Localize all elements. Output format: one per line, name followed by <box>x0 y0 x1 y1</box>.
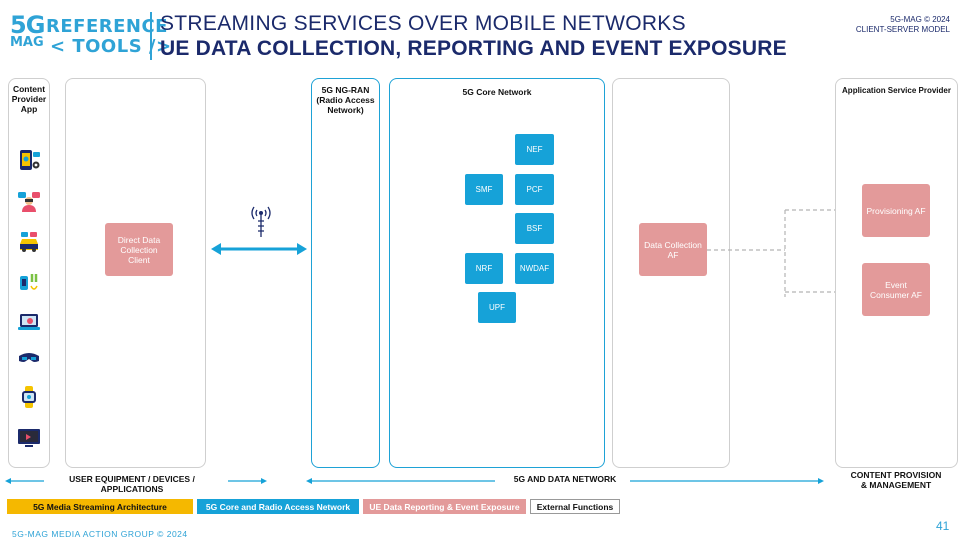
content-provision-line-2: & MANAGEMENT <box>860 480 932 490</box>
corner-label: 5G-MAG © 2024 CLIENT-SERVER MODEL <box>856 15 950 35</box>
page-title-line-2: UE DATA COLLECTION, REPORTING AND EVENT … <box>160 37 787 60</box>
legend-core-ran: 5G Core and Radio Access Network <box>197 499 359 514</box>
person-icon <box>17 190 41 214</box>
ng-ran-panel <box>311 78 380 468</box>
nrf-box[interactable]: NRF <box>465 253 503 284</box>
wearable-icon <box>17 270 41 294</box>
logo-reference-tools: REFERENCE < TOOLS /> <box>46 17 172 57</box>
nef-box[interactable]: NEF <box>515 134 554 165</box>
af-connector-lines <box>706 205 866 300</box>
antenna-icon <box>248 203 274 239</box>
network-footer-label: 5G AND DATA NETWORK <box>513 474 617 484</box>
direct-data-collection-client[interactable]: Direct Data Collection Client <box>105 223 173 276</box>
asp-title: Application Service Provider <box>842 86 951 95</box>
network-span-arrow <box>305 473 825 484</box>
legend-ue-reporting: UE Data Reporting & Event Exposure <box>363 499 526 514</box>
logo-5g: 5G <box>10 11 45 39</box>
pcf-box[interactable]: PCF <box>515 174 554 205</box>
legend-external-functions: External Functions <box>530 499 620 514</box>
phone-icon <box>17 148 41 172</box>
vr-headset-icon <box>17 345 41 369</box>
page-title-line-1: STREAMING SERVICES OVER MOBILE NETWORKS <box>160 12 686 35</box>
ue-span-arrow <box>4 473 268 484</box>
legend-media-streaming: 5G Media Streaming Architecture <box>7 499 193 514</box>
smf-box[interactable]: SMF <box>465 174 503 205</box>
core-network-title: 5G Core Network <box>462 87 532 97</box>
ng-ran-title: 5G NG-RAN (Radio Access Network) <box>316 85 375 115</box>
header-divider <box>150 12 152 60</box>
logo-mag: MAG <box>10 35 44 50</box>
logo-line-1: REFERENCE <box>46 16 168 37</box>
content-provider-app-title: Content Provider App <box>11 84 47 114</box>
ue-footer-label: USER EQUIPMENT / DEVICES / APPLICATIONS <box>69 474 195 494</box>
radio-link-arrow <box>210 241 308 257</box>
corner-line-2: CLIENT-SERVER MODEL <box>855 25 950 34</box>
car-icon <box>17 230 41 254</box>
logo-line-2: < TOOLS /> <box>50 36 172 57</box>
nwdaf-box[interactable]: NWDAF <box>515 253 554 284</box>
corner-line-1: 5G-MAG © 2024 <box>890 15 950 24</box>
bsf-box[interactable]: BSF <box>515 213 554 244</box>
upf-box[interactable]: UPF <box>478 292 516 323</box>
laptop-icon <box>17 310 41 334</box>
provisioning-af[interactable]: Provisioning AF <box>862 184 930 237</box>
event-consumer-af[interactable]: Event Consumer AF <box>862 263 930 316</box>
page-number: 41 <box>936 519 950 533</box>
data-collection-af[interactable]: Data Collection AF <box>639 223 707 276</box>
content-provision-footer-label: CONTENT PROVISION & MANAGEMENT <box>836 470 956 490</box>
smartwatch-icon <box>17 385 41 409</box>
tv-icon <box>17 425 41 449</box>
footer-org-text: 5G-MAG MEDIA ACTION GROUP © 2024 <box>12 529 188 539</box>
content-provision-line-1: CONTENT PROVISION <box>850 470 942 480</box>
